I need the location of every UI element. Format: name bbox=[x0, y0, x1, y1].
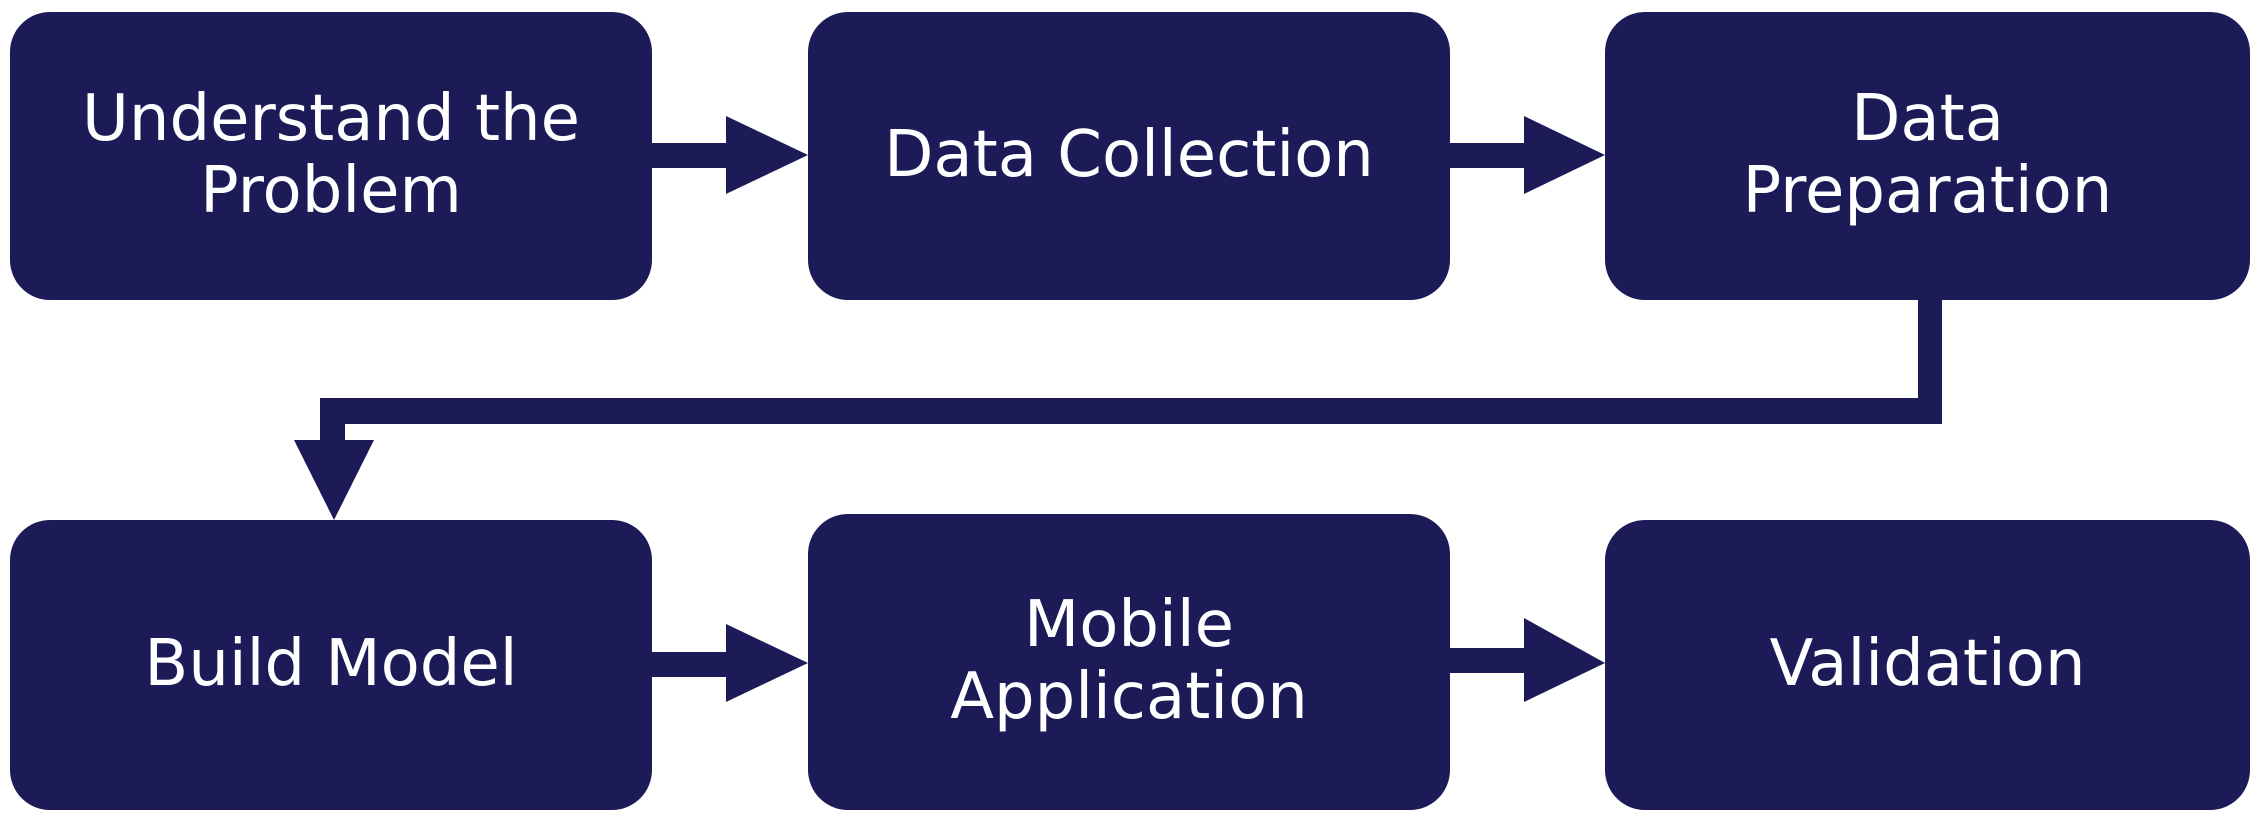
arrow-understand-to-collection bbox=[652, 116, 808, 194]
node-mobile-application: Mobile Application bbox=[808, 514, 1450, 810]
node-label-line: Preparation bbox=[1742, 154, 2113, 228]
arrow-mobile-to-validation bbox=[1450, 618, 1605, 702]
node-label-line: Application bbox=[950, 660, 1308, 734]
node-build-model: Build Model bbox=[10, 520, 652, 810]
node-validation: Validation bbox=[1605, 520, 2250, 810]
node-label-line: Data Collection bbox=[884, 118, 1374, 193]
node-data-collection: Data Collection bbox=[808, 12, 1450, 300]
node-data-preparation: Data Preparation bbox=[1605, 12, 2250, 300]
node-label-line: Data bbox=[1851, 82, 2004, 157]
node-label-line: Problem bbox=[200, 154, 462, 228]
arrow-build-to-mobile bbox=[652, 624, 808, 702]
node-label-line: Validation bbox=[1769, 627, 2086, 702]
node-label-line: Understand the bbox=[82, 82, 580, 157]
node-label-line: Build Model bbox=[144, 627, 518, 702]
arrow-preparation-to-build bbox=[294, 300, 1942, 520]
node-understand-the-problem: Understand the Problem bbox=[10, 12, 652, 300]
node-label-line: Mobile bbox=[1024, 588, 1234, 663]
arrow-collection-to-preparation bbox=[1450, 116, 1605, 194]
